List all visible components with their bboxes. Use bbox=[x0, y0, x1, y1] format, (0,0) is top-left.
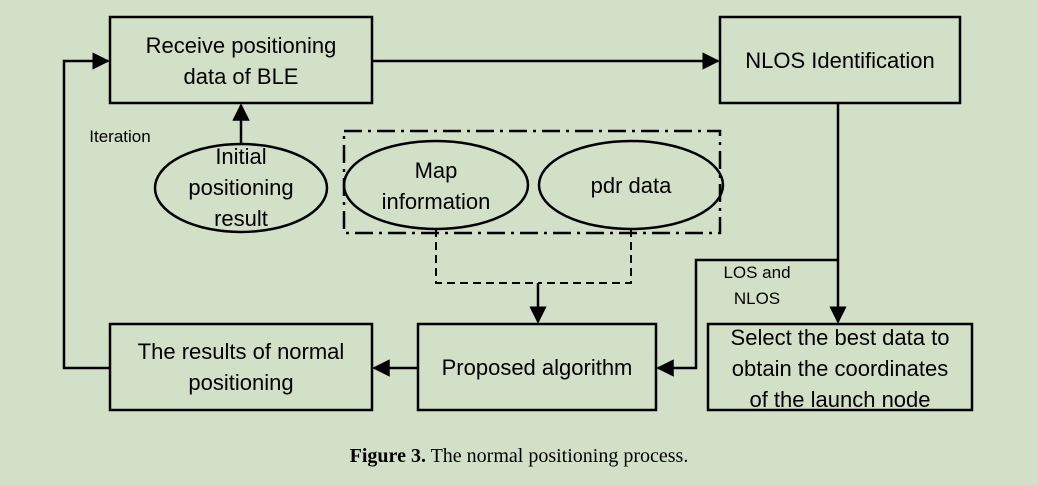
nlos-label: NLOS Identification bbox=[745, 48, 935, 73]
map-label-line1: Map bbox=[415, 158, 458, 183]
los-nlos-label-line2: NLOS bbox=[734, 289, 780, 308]
initial-label-line1: Initial bbox=[215, 144, 266, 169]
receive-label-line1: Receive positioning bbox=[146, 33, 337, 58]
results-box bbox=[108, 322, 374, 412]
caption-label: Figure 3. bbox=[349, 445, 426, 467]
select-box bbox=[706, 322, 974, 412]
results-label-line2: positioning bbox=[188, 370, 293, 395]
proposed-label: Proposed algorithm bbox=[442, 355, 633, 380]
results-label-line1: The results of normal bbox=[138, 339, 345, 364]
initial-label-line2: positioning bbox=[188, 175, 293, 200]
select-label-line2: obtain the coordinates bbox=[732, 356, 949, 381]
dashed-pdr-connector bbox=[538, 229, 632, 284]
pdr-label: pdr data bbox=[591, 173, 672, 198]
map-label-line2: information bbox=[382, 189, 491, 214]
figure-caption: Figure 3. The normal positioning process… bbox=[0, 445, 1038, 468]
select-label-line1: Select the best data to bbox=[731, 325, 950, 350]
caption-text: The normal positioning process. bbox=[425, 445, 689, 467]
arrow-los-nlos-to-proposed bbox=[656, 258, 838, 377]
receive-label-line2: data of BLE bbox=[184, 64, 299, 89]
dashed-map-connector bbox=[435, 229, 538, 284]
select-label-line3: of the launch node bbox=[749, 387, 930, 412]
initial-label-line3: result bbox=[214, 206, 268, 231]
los-nlos-label-line1: LOS and bbox=[723, 263, 790, 282]
nlos-box bbox=[718, 15, 962, 105]
map-ellipse bbox=[342, 139, 530, 231]
flowchart: Receive positioning data of BLE NLOS Ide… bbox=[62, 15, 974, 412]
iteration-label: Iteration bbox=[89, 127, 150, 146]
receive-box bbox=[108, 15, 374, 105]
arrow-iteration-loop bbox=[62, 52, 110, 370]
